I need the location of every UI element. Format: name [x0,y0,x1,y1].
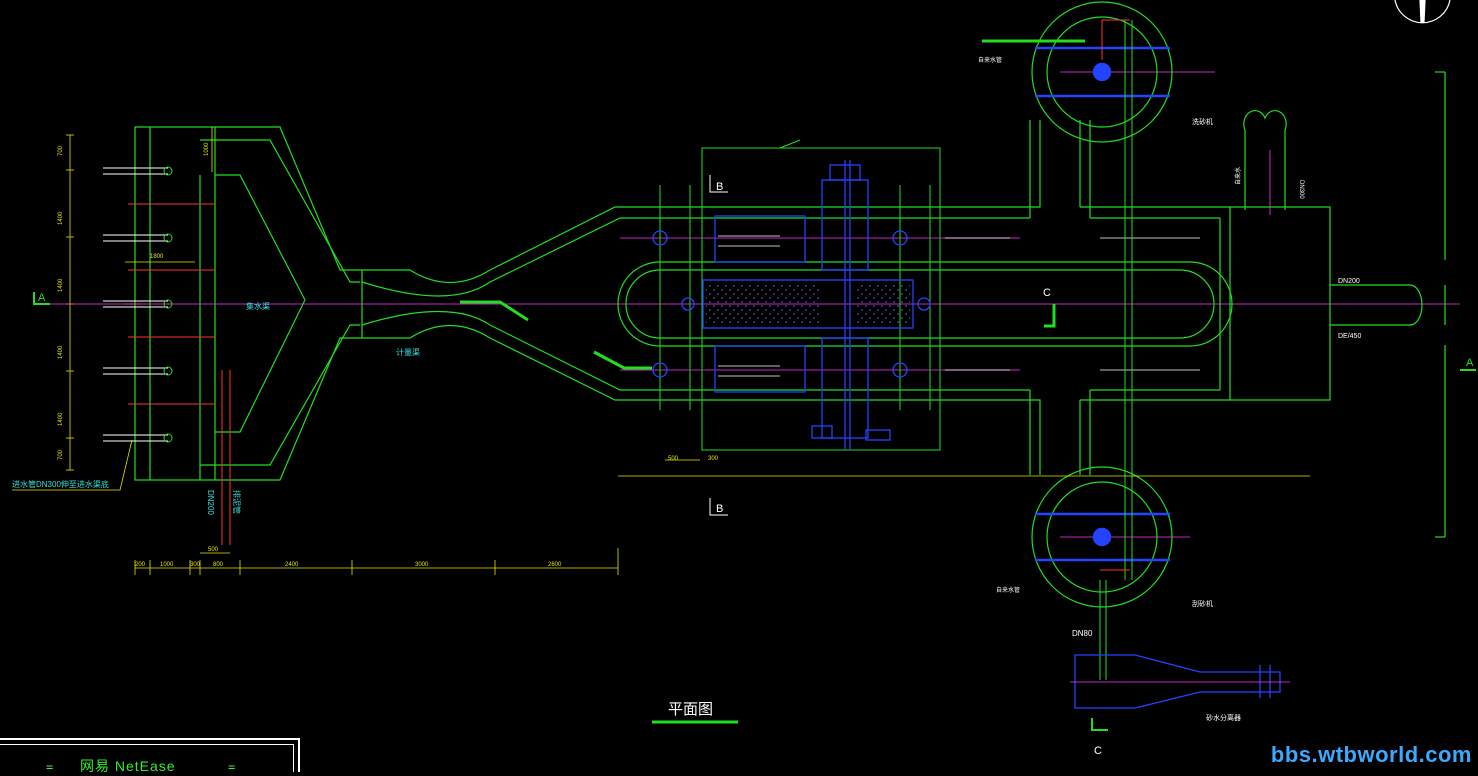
grit-chamber-bottom [1031,466,1173,608]
screen-house [659,139,941,451]
drawing-title: 平面图 [668,701,713,718]
label-vertical-pipe: 排泥管 [232,490,242,514]
label-sand-washer: 洗砂机 [1192,117,1213,126]
svg-text:1400: 1400 [58,345,64,359]
north-arrow [1394,0,1451,24]
label-elev-note-1: 自来水管 [978,56,1002,64]
section-b-top: B [716,181,723,193]
footer-eq-left: = [46,760,54,774]
svg-text:1800: 1800 [150,254,164,260]
label-de-note: DE/450 [1338,333,1361,340]
label-metering-trough: 计量渠 [396,347,420,357]
grit-pipes [1099,20,1133,680]
leader-line [12,439,133,491]
inlet-pipes [103,167,168,442]
bottom-dim-texts: 200 1000 300 800 2400 3000 2600 500 500 … [135,456,719,568]
grit-red [1100,19,1130,571]
svg-text:1400: 1400 [58,211,64,225]
svg-text:500: 500 [208,547,219,553]
section-markers [33,292,1476,731]
outlet [1243,71,1446,538]
label-drive: DN300 [1298,180,1304,199]
section-b-bottom: B [716,503,723,515]
section-c-bottom: C [1094,745,1102,757]
svg-text:500: 500 [668,456,679,462]
svg-text:1000: 1000 [160,562,174,568]
flume [361,120,1331,475]
svg-text:300: 300 [190,562,201,568]
svg-text:700: 700 [58,145,64,156]
section-b-markers [709,175,728,516]
label-dn200-left: DN200 [206,490,215,515]
label-sand-pump: 砂水分离器 [1206,713,1241,722]
label-pipe-note: 进水管DN300伸至进水渠底 [12,479,109,489]
svg-text:2600: 2600 [548,562,562,568]
screen-equipment [652,160,931,450]
screen-hatch [706,283,910,325]
svg-text:800: 800 [213,562,224,568]
green-flags [460,39,1085,370]
svg-text:1000: 1000 [204,142,210,156]
label-outlet-channel: 集水渠 [246,301,270,311]
label-elev-note-2: 自来水管 [996,586,1020,594]
sand-separator [1074,654,1281,709]
bottom-dimensions [134,459,1310,575]
label-dn80: DN80 [1072,629,1093,638]
section-a-left: A [38,292,46,304]
svg-text:3000: 3000 [415,562,429,568]
svg-text:1400: 1400 [58,278,64,292]
svg-text:1400: 1400 [58,412,64,426]
netease-brand: 网易 NetEase [80,758,176,774]
grit-equipment [1035,46,1170,562]
label-air-pipe: 自来水 [1234,167,1242,185]
screen-white-lines [718,235,1200,377]
watermark: bbs.wtbworld.com [1270,742,1472,767]
svg-text:700: 700 [58,449,64,460]
red-pipe [221,370,231,545]
section-c-top: C [1043,287,1051,299]
footer-eq-right: = [228,760,236,774]
section-a-right: A [1466,357,1474,369]
svg-text:2400: 2400 [285,562,299,568]
inlet-structure [134,126,363,481]
left-dimension [66,127,213,471]
netease-frame [0,738,300,772]
svg-text:300: 300 [708,456,719,462]
inlet-pipe-ends [163,166,173,443]
label-scraper: 刮砂机 [1192,599,1213,608]
left-dim-texts: 700 1400 1400 1400 1400 700 1000 1800 [58,142,210,460]
grit-chamber-top [1031,1,1173,143]
label-dn200-right: DN200 [1338,278,1360,285]
svg-text:200: 200 [135,562,146,568]
